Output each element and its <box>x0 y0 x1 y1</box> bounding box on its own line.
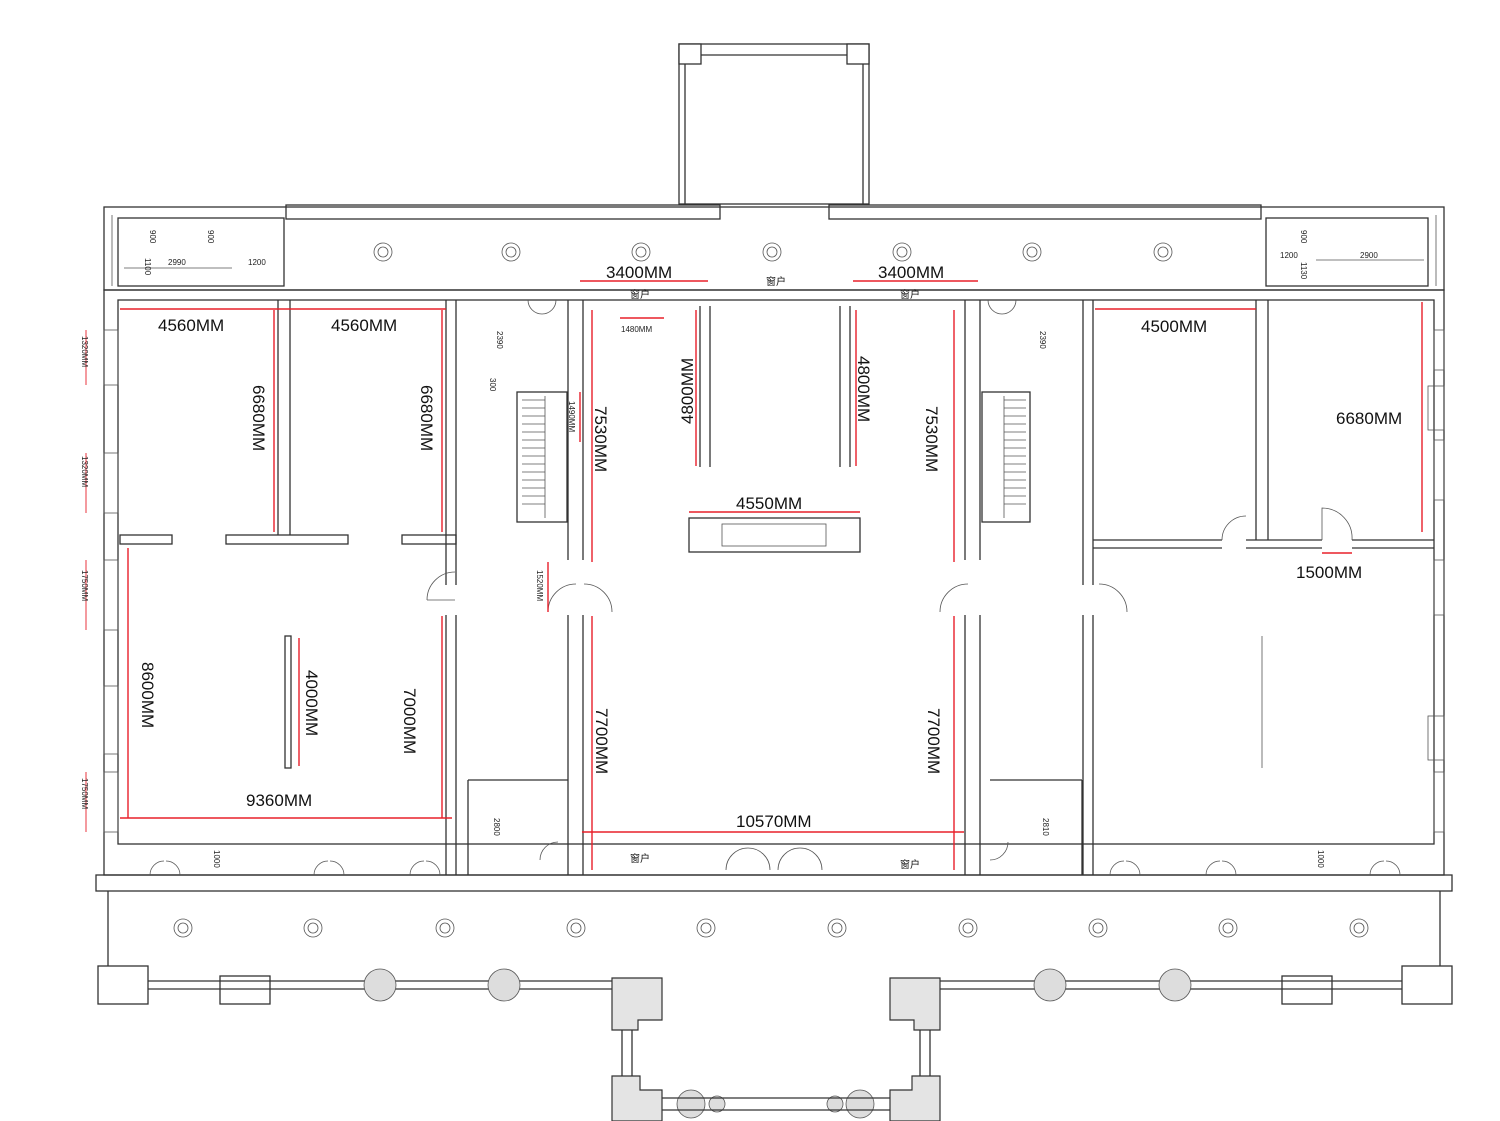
window-label-top-left: 窗户 <box>630 288 650 301</box>
dim-3400-a: 3400MM <box>606 263 672 282</box>
side-1750-a: 1750MM <box>80 570 89 601</box>
window-label-bottom-right: 窗户 <box>900 858 920 871</box>
dimension-labels: 4560MM 4560MM 6680MM 6680MM 8600MM 4000M… <box>138 263 1402 831</box>
dim-1000-a: 1000 <box>212 850 221 868</box>
window-labels: 窗户 窗户 窗户 窗户 窗户 <box>630 275 920 871</box>
dim-8600: 8600MM <box>138 662 157 728</box>
dim-1000-b: 1000 <box>1316 850 1325 868</box>
dim-1490: 1490MM <box>567 401 576 432</box>
dim-7530-a: 7530MM <box>591 406 610 472</box>
side-dimension-labels: 1320MM 1320MM 1750MM 1750MM <box>80 336 89 809</box>
dimension-lines <box>85 280 1423 870</box>
dim-4560-a: 4560MM <box>158 316 224 335</box>
side-1750-b: 1750MM <box>80 778 89 809</box>
dim-6680-b: 6680MM <box>417 385 436 451</box>
dim-3400-b: 3400MM <box>878 263 944 282</box>
dim-900-a: 900 <box>148 230 157 244</box>
dim-7000: 7000MM <box>400 688 419 754</box>
dim-4500: 4500MM <box>1141 317 1207 336</box>
side-1320-b: 1320MM <box>80 456 89 487</box>
dim-1200-b: 1200 <box>1280 251 1298 260</box>
window-label-top-center: 窗户 <box>766 275 786 288</box>
dim-2990: 2990 <box>168 258 186 267</box>
dim-900-c: 900 <box>1299 230 1308 244</box>
dim-1200-a: 1200 <box>248 258 266 267</box>
dim-2390-b: 2390 <box>1038 331 1047 349</box>
small-dimension-labels: 900 900 1100 2990 1200 900 1200 2900 113… <box>143 230 1378 868</box>
dim-6680-a: 6680MM <box>249 385 268 451</box>
window-label-bottom-left: 窗户 <box>630 852 650 865</box>
dim-2800: 2800 <box>492 818 501 836</box>
dim-6680-c: 6680MM <box>1336 409 1402 428</box>
dim-7700-b: 7700MM <box>924 708 943 774</box>
dim-900-b: 900 <box>206 230 215 244</box>
dim-1480: 1480MM <box>621 325 652 334</box>
dim-9360: 9360MM <box>246 791 312 810</box>
dim-1500: 1500MM <box>1296 563 1362 582</box>
dim-300: 300 <box>488 378 497 392</box>
dim-7530-b: 7530MM <box>922 406 941 472</box>
dim-4550: 4550MM <box>736 494 802 513</box>
dim-1100: 1100 <box>143 258 152 276</box>
dim-1130: 1130 <box>1299 262 1308 280</box>
dim-4800-a: 4800MM <box>678 358 697 424</box>
dim-1520: 1520MM <box>535 570 544 601</box>
side-1320-a: 1320MM <box>80 336 89 367</box>
dim-7700-a: 7700MM <box>592 708 611 774</box>
window-label-top-right: 窗户 <box>900 288 920 301</box>
dim-10570: 10570MM <box>736 812 812 831</box>
dim-2810: 2810 <box>1041 818 1050 836</box>
dim-2900: 2900 <box>1360 251 1378 260</box>
dim-4560-b: 4560MM <box>331 316 397 335</box>
building-walls <box>95 43 1453 1121</box>
dim-4000: 4000MM <box>302 670 321 736</box>
dim-2390-a: 2390 <box>495 331 504 349</box>
dim-4800-b: 4800MM <box>854 356 873 422</box>
